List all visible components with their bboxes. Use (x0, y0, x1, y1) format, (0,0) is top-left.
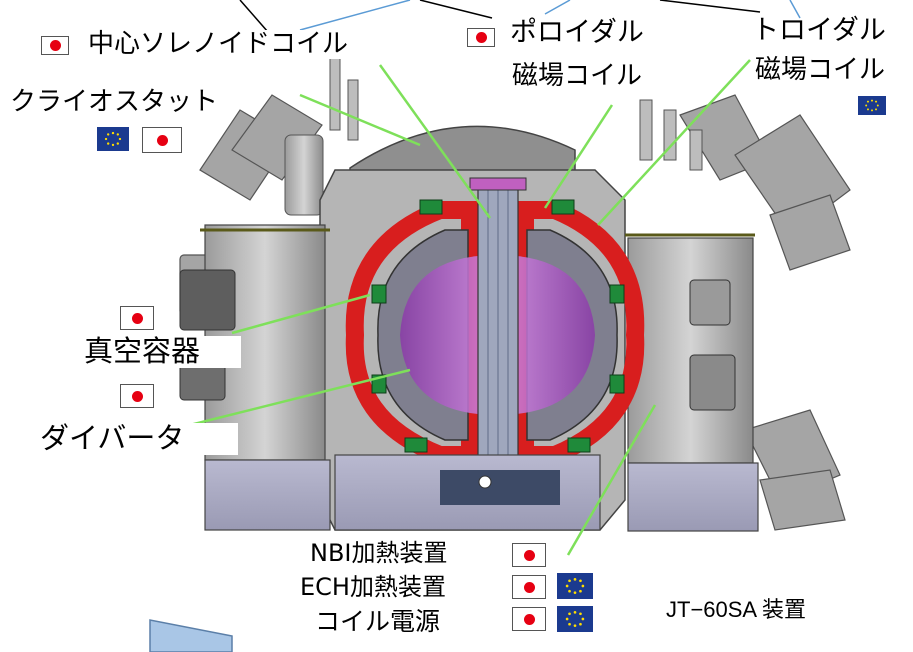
japan-flag-icon (512, 607, 546, 631)
label-divertor: ダイバータ (38, 422, 238, 455)
left-nbi-tower (179, 224, 331, 531)
japan-flag-icon (120, 306, 154, 330)
leader-lines-green (189, 59, 751, 556)
label-toroidal-coil-line2: 磁場コイル (755, 55, 886, 85)
label-poloidal-coil-line2: 磁場コイル (512, 61, 643, 91)
label-poloidal-coil-line1: ポロイダル (508, 18, 707, 48)
eu-flag-icon (557, 573, 593, 599)
eu-flag-icon (858, 96, 886, 115)
japan-flag-icon (467, 28, 495, 47)
label-coil-power: コイル電源 (315, 607, 441, 636)
japan-flag-icon (41, 36, 69, 55)
poloidal-coils (371, 199, 625, 453)
label-vacuum-vessel: 真空容器 (82, 335, 241, 368)
figure-caption: JT−60SA 装置 (666, 597, 807, 622)
japan-flag-icon (512, 575, 546, 599)
label-nbi: NBI加熱装置 (310, 539, 448, 567)
label-central-solenoid: 中心ソレノイドコイル (86, 29, 351, 59)
japan-flag-icon (512, 543, 546, 567)
japan-flag-icon (120, 384, 154, 408)
label-toroidal-coil-line1: トロイダル (752, 15, 886, 46)
eu-flag-icon (97, 127, 129, 151)
label-ech: ECH加熱装置 (300, 573, 446, 601)
right-diagnostic-ports (679, 94, 851, 531)
japan-flag-icon (142, 127, 182, 153)
decorative-arrow (149, 619, 233, 652)
leader-lines-top (239, 0, 801, 33)
label-cryostat: クライオスタット (10, 87, 219, 117)
right-nbi-tower (625, 233, 759, 532)
eu-flag-icon (557, 606, 593, 632)
